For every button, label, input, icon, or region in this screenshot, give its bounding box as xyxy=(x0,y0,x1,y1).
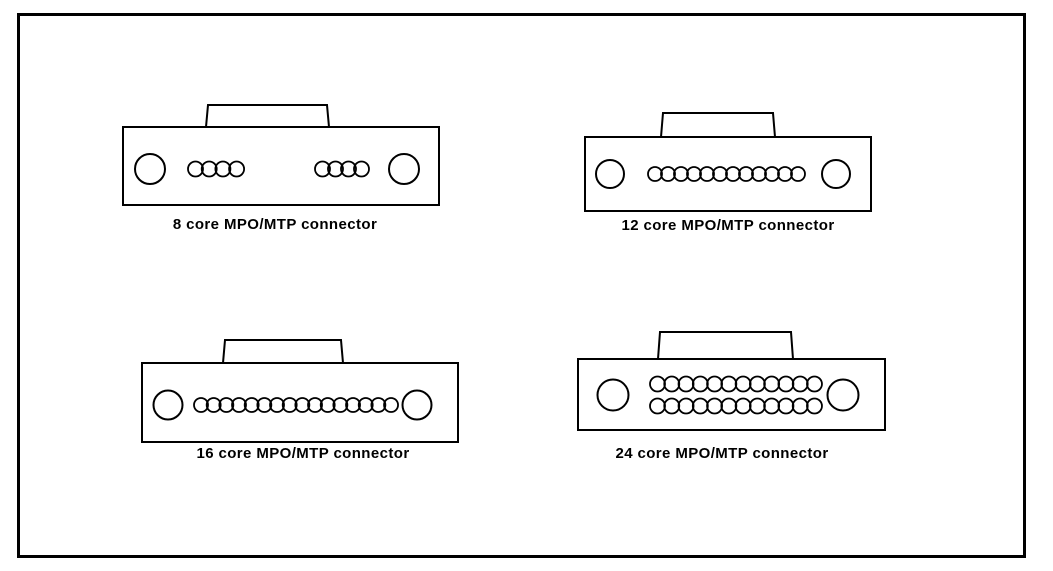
fiber-core-hole xyxy=(294,397,311,413)
fiber-core-hole xyxy=(686,166,702,182)
fiber-core-hole xyxy=(332,397,349,413)
fiber-core-hole xyxy=(187,160,204,178)
fiber-core-hole xyxy=(256,397,273,413)
connector-24-core-drawing xyxy=(577,331,886,431)
guide-pin-hole xyxy=(596,378,630,412)
connector-12-core-label: 12 core MPO/MTP connector xyxy=(621,217,835,234)
fiber-core-hole xyxy=(738,166,754,182)
connector-body xyxy=(122,126,440,206)
guide-pin-hole xyxy=(134,153,166,185)
fiber-core-hole xyxy=(281,397,298,413)
connector-24-core: 24 core MPO/MTP connector xyxy=(576,330,887,488)
alignment-key-tab xyxy=(656,331,795,360)
connector-16-core-label: 16 core MPO/MTP connector xyxy=(196,445,410,462)
fiber-core-hole xyxy=(243,397,260,413)
connector-8-core: 8 core MPO/MTP connector xyxy=(121,103,441,263)
fiber-core-hole xyxy=(218,397,235,413)
outer-frame-border xyxy=(17,13,1026,558)
fiber-core-hole xyxy=(699,166,715,182)
guide-pin-hole xyxy=(821,159,851,189)
fiber-core-hole xyxy=(327,160,344,178)
fiber-core-hole xyxy=(660,166,676,182)
fiber-core-hole xyxy=(205,397,222,413)
guide-pin-hole xyxy=(595,159,625,189)
fiber-core-hole xyxy=(764,166,780,182)
connector-12-core: 12 core MPO/MTP connector xyxy=(583,111,873,269)
fiber-core-hole xyxy=(712,166,728,182)
guide-pin-hole xyxy=(826,378,860,412)
alignment-key-tab xyxy=(659,112,777,138)
alignment-key-tab xyxy=(221,339,345,364)
fiber-core-hole xyxy=(345,397,361,413)
fiber-core-hole xyxy=(200,160,218,178)
fiber-core-hole xyxy=(231,397,247,413)
fiber-core-hole xyxy=(790,166,806,182)
fiber-core-hole xyxy=(777,166,793,182)
connector-16-core: 16 core MPO/MTP connector xyxy=(140,338,460,500)
fiber-core-hole xyxy=(806,375,823,393)
fiber-core-hole xyxy=(370,397,387,413)
fiber-core-hole xyxy=(353,160,370,178)
connector-body xyxy=(141,362,459,443)
fiber-core-hole xyxy=(383,397,399,413)
fiber-core-hole xyxy=(673,166,689,182)
connector-body xyxy=(577,358,886,431)
fiber-core-hole xyxy=(340,160,357,178)
connector-12-core-drawing xyxy=(584,112,872,212)
fiber-core-hole xyxy=(193,397,209,413)
guide-pin-hole xyxy=(388,153,420,185)
fiber-core-hole xyxy=(647,166,663,182)
connector-8-core-drawing xyxy=(122,104,440,206)
fiber-core-hole xyxy=(314,160,331,178)
fiber-core-hole xyxy=(228,160,245,178)
fiber-core-hole xyxy=(725,166,741,182)
fiber-core-hole xyxy=(307,397,323,413)
fiber-core-hole xyxy=(357,397,374,413)
fiber-core-hole xyxy=(751,166,767,182)
guide-pin-hole xyxy=(401,389,433,421)
fiber-core-hole xyxy=(319,397,336,413)
fiber-core-hole xyxy=(806,397,823,415)
alignment-key-tab xyxy=(204,104,331,128)
fiber-core-hole xyxy=(269,397,285,413)
connector-16-core-drawing xyxy=(141,339,459,443)
connector-body xyxy=(584,136,872,212)
connector-8-core-label: 8 core MPO/MTP connector xyxy=(172,216,378,233)
fiber-core-hole xyxy=(214,160,232,178)
connector-24-core-label: 24 core MPO/MTP connector xyxy=(615,445,829,462)
guide-pin-hole xyxy=(152,389,184,421)
